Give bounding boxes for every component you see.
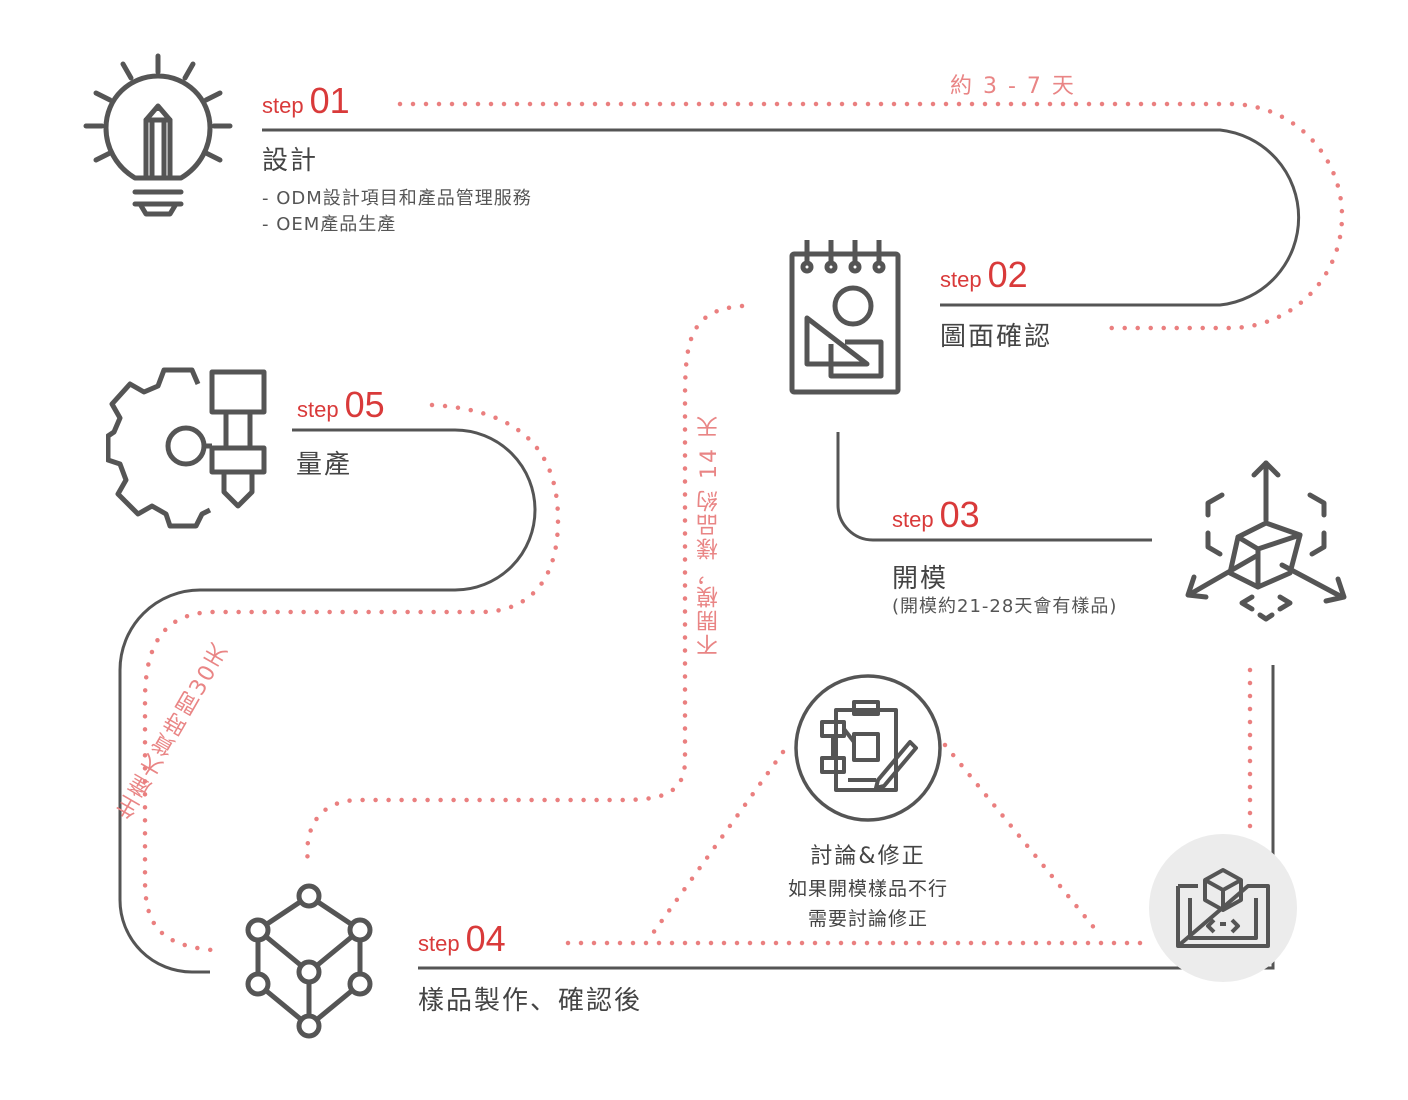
- step04-label: step: [418, 931, 460, 956]
- path-step03: [836, 432, 1152, 542]
- dots-discuss-right: [942, 742, 1103, 938]
- step03-number: 03: [939, 494, 980, 535]
- step03-label: step: [892, 507, 934, 532]
- blueprint-cube-icon: [1176, 868, 1270, 948]
- path-step03-to-step04: [418, 665, 1275, 970]
- duration-design-to-drawing: 約 3 - 7 天: [950, 74, 1076, 99]
- duration-no-mold-sample: 不開模，樣品約 14 天: [697, 414, 722, 656]
- step05-label: step: [297, 397, 339, 422]
- step05-number: 05: [344, 384, 385, 425]
- path-step05: [118, 428, 537, 974]
- step01-title: 設計: [262, 146, 319, 176]
- step04-title: 樣品製作、確認後: [418, 986, 643, 1016]
- step01-details: - ODM設計項目和產品管理服務 - OEM產品生產: [262, 186, 532, 238]
- step02-number: 02: [987, 254, 1028, 295]
- discussion-line1: 如果開模樣品不行: [787, 878, 948, 900]
- step01-detail-odm: - ODM設計項目和產品管理服務: [262, 188, 532, 209]
- dots-no-mold: [305, 303, 745, 865]
- step04-number: 04: [465, 918, 506, 959]
- discussion-title: 討論&修正: [810, 844, 926, 869]
- dots-discuss-left: [645, 749, 786, 943]
- 3d-cube-arrows-icon: [1185, 460, 1347, 622]
- step03-note: (開模約21-28天會有樣品): [892, 596, 1118, 617]
- discussion-block: 討論&修正 如果開模樣品不行 需要討論修正: [748, 838, 988, 934]
- step01-label: step: [262, 93, 304, 118]
- path-step01-to-step02: [262, 128, 1301, 307]
- step02-label: step: [940, 267, 982, 292]
- gear-machine-icon: [106, 367, 267, 529]
- step01-number: 01: [309, 80, 350, 121]
- discussion-line2: 需要討論修正: [807, 908, 928, 930]
- step01-detail-oem: - OEM產品生產: [262, 214, 397, 235]
- clipboard-flow-icon: [794, 674, 942, 822]
- step03-title: 開模: [892, 564, 949, 594]
- step02-title: 圖面確認: [940, 322, 1053, 352]
- notepad-drawing-icon: [789, 240, 901, 395]
- step05-title: 量產: [296, 450, 353, 480]
- lightbulb-pencil-icon: [83, 53, 233, 217]
- cube-network-icon: [245, 883, 373, 1039]
